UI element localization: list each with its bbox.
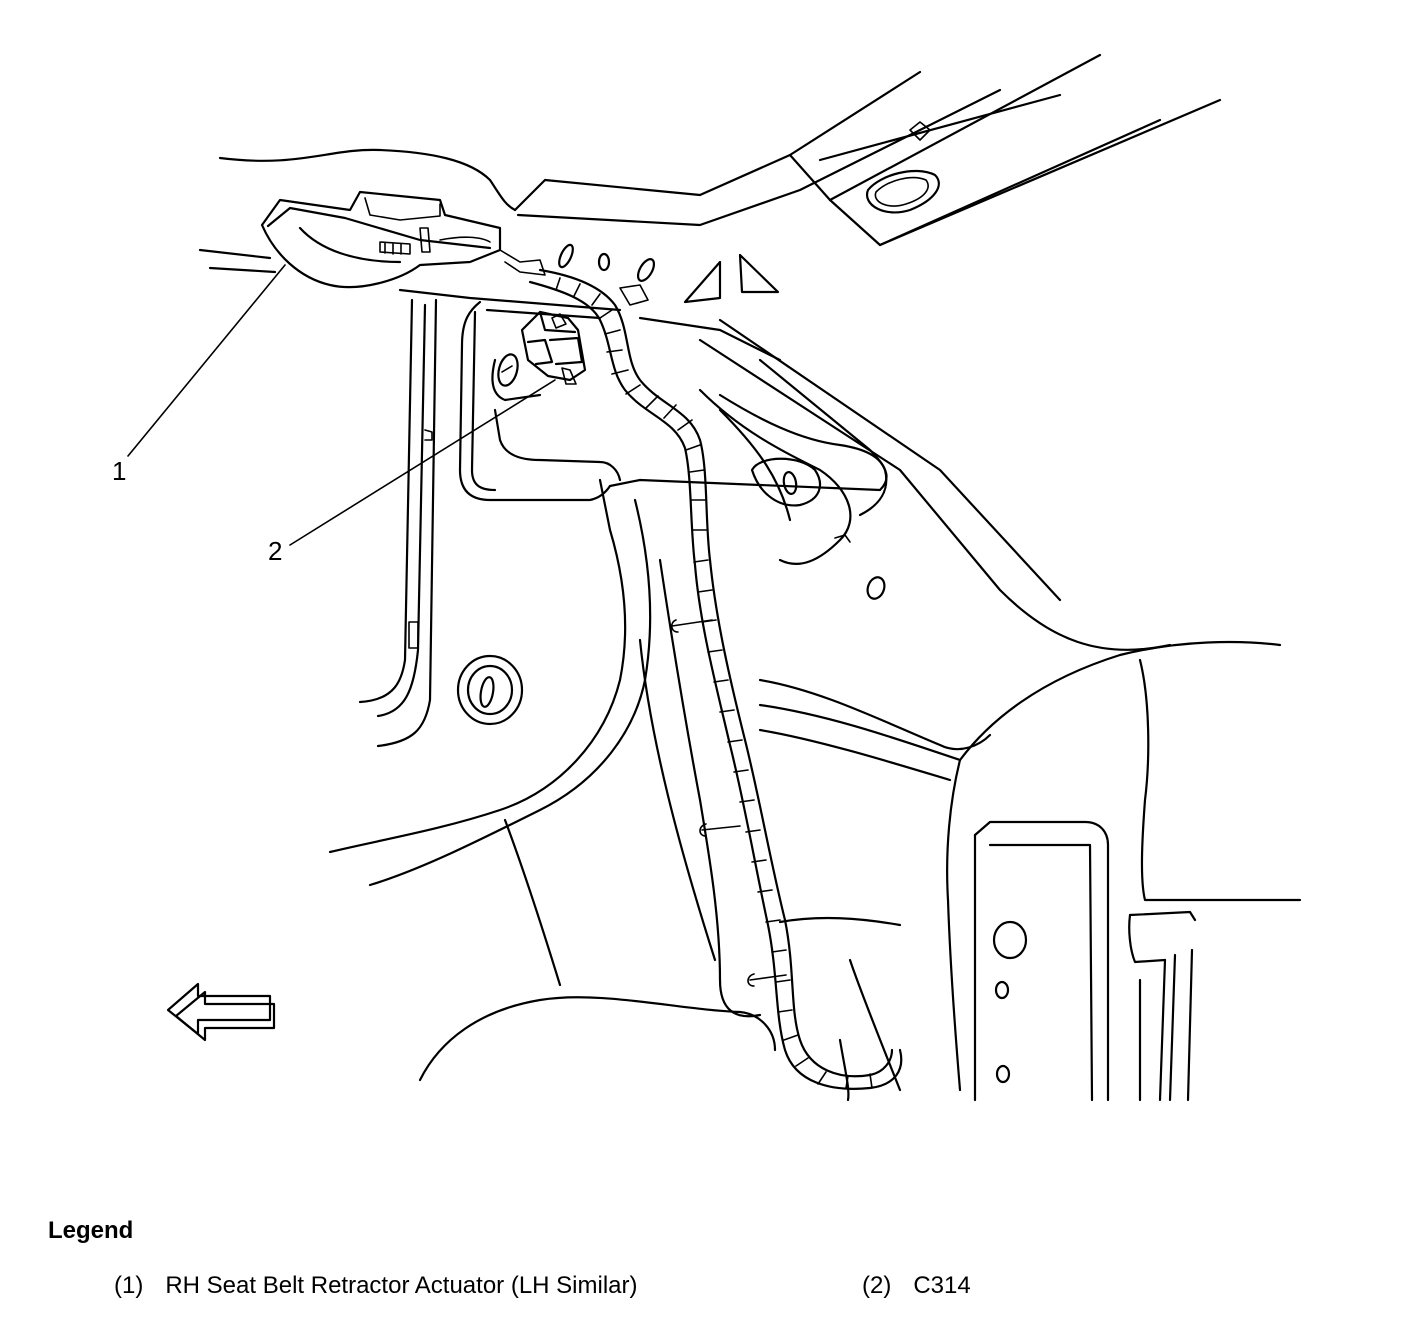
panel-cutouts [558,243,780,304]
leader-lines [127,264,556,546]
retractor-actuator [260,190,546,289]
legend-title: Legend [48,1217,134,1244]
wiring-harness [528,268,903,1090]
callout-2: 2 [268,536,282,566]
seat-belt-retractor-diagram: 1 2 [112,53,1302,1102]
legend-item-1: (1) RH Seat Belt Retractor Actuator (LH S… [114,1272,638,1300]
direction-arrow-icon [166,982,276,1042]
legend-item-label: C314 [913,1272,971,1299]
lower-body-panels [328,478,992,1082]
legend-item-number: (2) [862,1272,892,1299]
legend-item-2: (2) C314 [862,1272,971,1300]
callout-1: 1 [112,456,126,486]
legend-item-number: (1) [114,1272,144,1299]
legend-item-label: RH Seat Belt Retractor Actuator (LH Simi… [165,1272,638,1299]
rear-quarter-structure [778,640,1302,1102]
connector-c314 [520,310,587,385]
left-pillar [358,298,888,748]
roof-panel-lines [198,53,1222,362]
inner-panel-recess [491,318,1172,651]
